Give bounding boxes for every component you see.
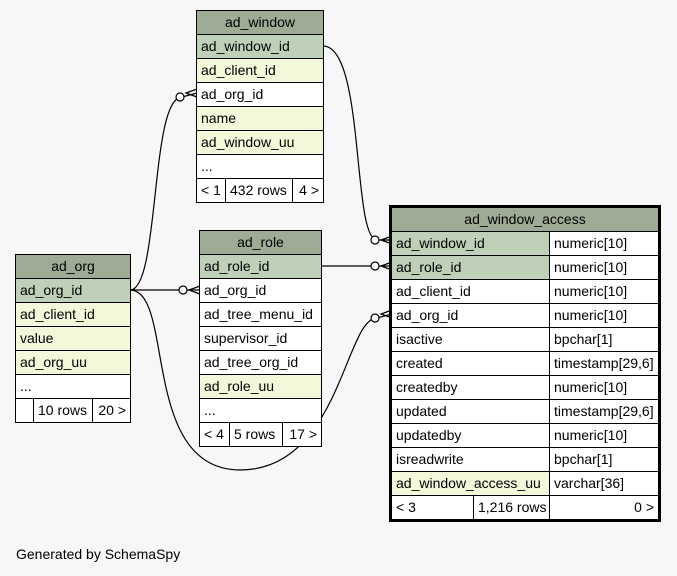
column-row: ad_client_id <box>197 59 323 83</box>
column-row: ad_client_id numeric[10] <box>392 280 658 304</box>
column-name: updatedby <box>392 424 550 447</box>
link-endpoint-circle <box>370 261 380 271</box>
child-count[interactable]: 4 > <box>299 182 319 198</box>
column-name: isreadwrite <box>392 448 550 471</box>
column-row: ad_org_id numeric[10] <box>392 304 658 328</box>
row-count: 5 rows <box>230 423 283 446</box>
column-row: ad_window_id numeric[10] <box>392 232 658 256</box>
link-org-to-access <box>129 289 393 471</box>
column-row: ad_role_id numeric[10] <box>392 256 658 280</box>
crowfoot-icon <box>184 88 198 98</box>
column-type: varchar[36] <box>554 475 625 491</box>
link-endpoint-circle <box>370 235 380 245</box>
crowfoot-icon <box>379 309 393 319</box>
column-row: value <box>16 327 130 351</box>
table-ad-org[interactable]: ad_org ad_org_id ad_client_id value ad_o… <box>15 254 131 423</box>
column-row: created timestamp[29,6] <box>392 352 658 376</box>
child-count[interactable]: 20 > <box>98 402 126 418</box>
column-row: ad_client_id <box>16 303 130 327</box>
column-row: ad_tree_menu_id <box>200 303 321 327</box>
column-row: ad_org_uu <box>16 351 130 375</box>
generated-by-text: Generated by SchemaSpy <box>16 546 181 562</box>
column-name: ad_client_id <box>392 280 550 303</box>
parent-count[interactable] <box>16 399 34 422</box>
table-ad-role[interactable]: ad_role ad_role_id ad_org_id ad_tree_men… <box>199 230 322 447</box>
column-name: ad_window_id <box>392 232 550 255</box>
column-row: ad_window_uu <box>197 131 323 155</box>
table-footer: < 1 432 rows 4 > <box>197 179 323 202</box>
column-name: ad_org_id <box>392 304 550 327</box>
column-row: ad_tree_org_id <box>200 351 321 375</box>
column-name: createdby <box>392 376 550 399</box>
column-row: ad_window_id <box>197 35 323 59</box>
table-ad-window-access[interactable]: ad_window_access ad_window_id numeric[10… <box>389 205 661 522</box>
column-name: ad_role_id <box>392 256 550 279</box>
column-row: ad_org_id <box>197 83 323 107</box>
row-count: 1,216 rows <box>474 496 550 519</box>
child-count[interactable]: 17 > <box>289 426 317 442</box>
column-type: numeric[10] <box>554 283 628 299</box>
table-footer: < 4 5 rows 17 > <box>200 423 321 446</box>
column-type: bpchar[1] <box>554 331 613 347</box>
column-row: ad_org_id <box>16 279 130 303</box>
crowfoot-icon <box>379 235 393 245</box>
column-row: ... <box>197 155 323 179</box>
row-count: 432 rows <box>226 179 293 202</box>
crowfoot-icon <box>379 261 393 271</box>
column-row: isactive bpchar[1] <box>392 328 658 352</box>
link-org-to-window <box>129 92 198 291</box>
link-endpoint-circle <box>178 285 188 295</box>
column-row: ad_role_uu <box>200 375 321 399</box>
parent-count[interactable]: < 3 <box>392 496 474 519</box>
column-name: ad_window_access_uu <box>392 472 550 495</box>
column-name: created <box>392 352 550 375</box>
link-endpoint-circle <box>175 92 185 102</box>
link-window-to-access <box>322 45 392 241</box>
column-row: ad_window_access_uu varchar[36] <box>392 472 658 496</box>
column-type: numeric[10] <box>554 259 628 275</box>
column-type: numeric[10] <box>554 427 628 443</box>
column-type: numeric[10] <box>554 379 628 395</box>
column-row: ad_org_id <box>200 279 321 303</box>
column-row: updatedby numeric[10] <box>392 424 658 448</box>
column-type: numeric[10] <box>554 235 628 251</box>
column-type: timestamp[29,6] <box>554 355 654 371</box>
table-title[interactable]: ad_org <box>16 255 130 279</box>
column-row: createdby numeric[10] <box>392 376 658 400</box>
column-row: isreadwrite bpchar[1] <box>392 448 658 472</box>
table-title[interactable]: ad_window <box>197 11 323 35</box>
column-type: bpchar[1] <box>554 451 613 467</box>
column-row: supervisor_id <box>200 327 321 351</box>
row-count: 10 rows <box>34 399 93 422</box>
table-footer: 10 rows 20 > <box>16 399 130 422</box>
column-row: ... <box>200 399 321 423</box>
column-row: ad_role_id <box>200 255 321 279</box>
column-row: name <box>197 107 323 131</box>
crowfoot-icon <box>187 285 201 295</box>
column-row: ... <box>16 375 130 399</box>
table-title[interactable]: ad_role <box>200 231 321 255</box>
column-name: isactive <box>392 328 550 351</box>
link-endpoint-circle <box>370 313 380 323</box>
column-type: numeric[10] <box>554 307 628 323</box>
column-row: updated timestamp[29,6] <box>392 400 658 424</box>
table-footer: < 3 1,216 rows 0 > <box>392 496 658 519</box>
parent-count[interactable]: < 4 <box>200 423 230 446</box>
table-title[interactable]: ad_window_access <box>392 208 658 232</box>
column-name: updated <box>392 400 550 423</box>
parent-count[interactable]: < 1 <box>197 179 226 202</box>
table-ad-window[interactable]: ad_window ad_window_id ad_client_id ad_o… <box>196 10 324 203</box>
child-count[interactable]: 0 > <box>634 499 654 515</box>
column-type: timestamp[29,6] <box>554 403 654 419</box>
